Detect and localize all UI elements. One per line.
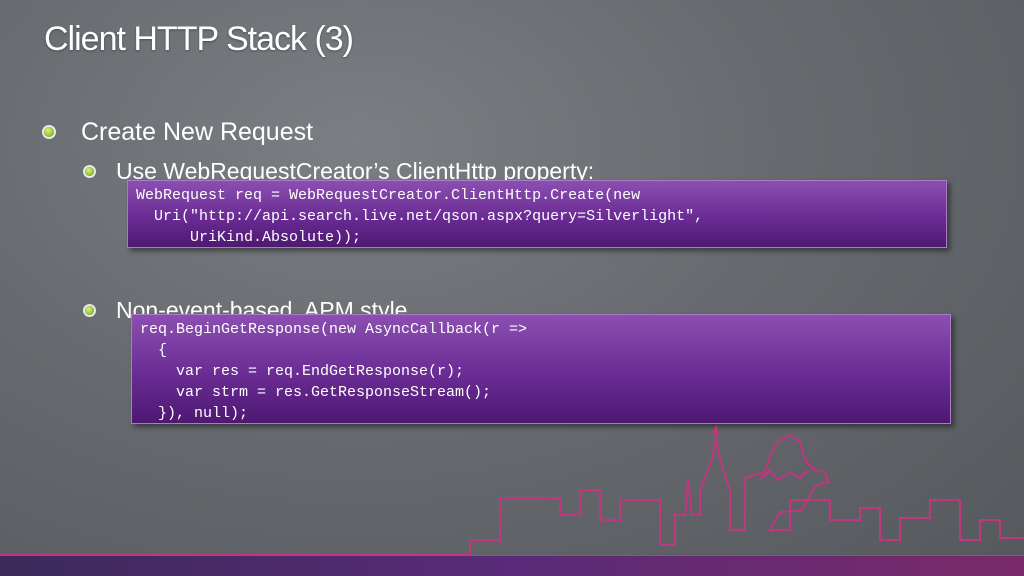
code-line: var strm = res.GetResponseStream(); bbox=[140, 384, 492, 401]
footer-bar bbox=[0, 556, 1024, 576]
bullet-dot-icon bbox=[85, 306, 94, 315]
city-skyline-decoration bbox=[0, 425, 1024, 556]
bullet-use-clienthttp: Use WebRequestCreator’s ClientHttp prope… bbox=[116, 158, 595, 184]
code-line: req.BeginGetResponse(new AsyncCallback(r… bbox=[140, 321, 528, 338]
bullet-dot-icon bbox=[44, 127, 54, 137]
slide-title: Client HTTP Stack (3) bbox=[44, 20, 354, 58]
code-block-begin-get-response: req.BeginGetResponse(new AsyncCallback(r… bbox=[131, 314, 951, 424]
code-line: WebRequest req = WebRequestCreator.Clien… bbox=[136, 187, 641, 204]
code-block-create-request: WebRequest req = WebRequestCreator.Clien… bbox=[127, 180, 947, 248]
code-line: var res = req.EndGetResponse(r); bbox=[140, 363, 465, 380]
bullet-create-request: Create New Request bbox=[81, 118, 314, 146]
code-line: UriKind.Absolute)); bbox=[136, 229, 362, 246]
code-line: { bbox=[140, 342, 168, 359]
code-line: }), null); bbox=[140, 405, 249, 422]
bullet-dot-icon bbox=[85, 167, 94, 176]
code-line: Uri("http://api.search.live.net/qson.asp… bbox=[136, 208, 704, 225]
